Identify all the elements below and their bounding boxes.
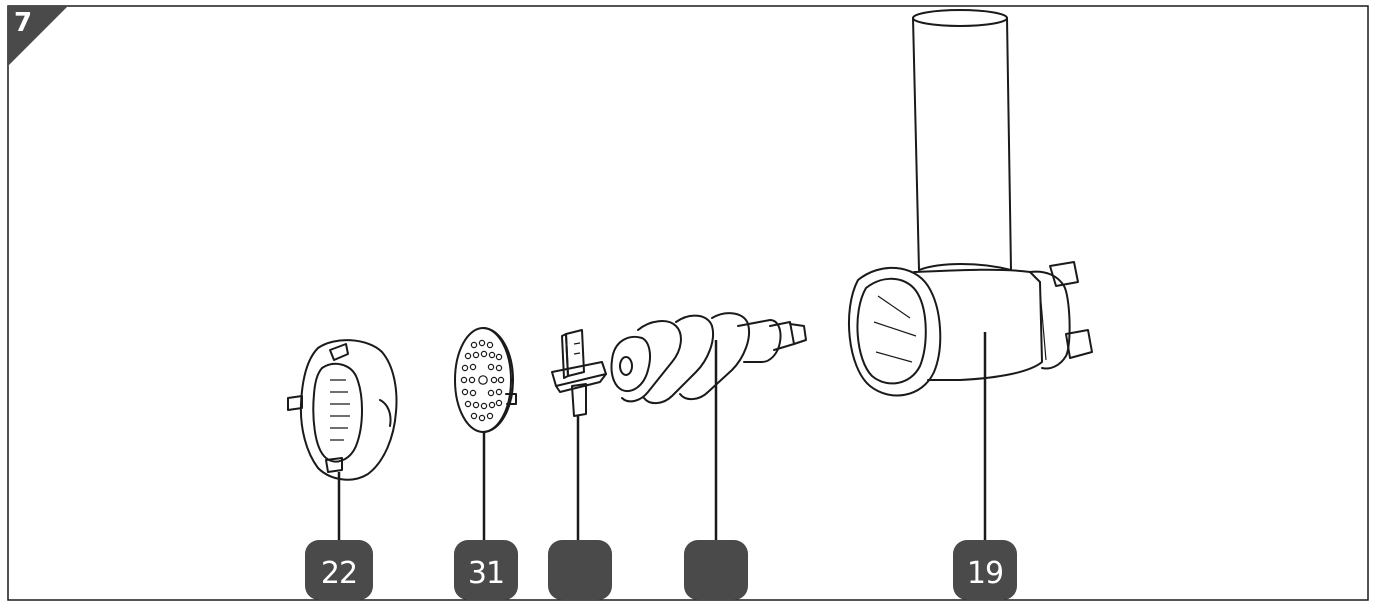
callout-label-19: 19 xyxy=(967,556,1003,591)
callout-badge-screw xyxy=(684,540,748,600)
feed-screw-part xyxy=(610,312,807,404)
callout-badge-22: 22 xyxy=(305,540,373,600)
step-number: 7 xyxy=(14,8,32,38)
perforated-disc-part xyxy=(454,327,517,433)
callout-label-22: 22 xyxy=(321,556,357,591)
callout-badge-19: 19 xyxy=(953,540,1017,600)
figure-border xyxy=(7,5,1369,601)
grinder-housing-part xyxy=(847,9,1093,397)
cutting-blade-part xyxy=(551,329,607,417)
step-badge: 7 xyxy=(8,6,68,66)
callout-badge-blade xyxy=(548,540,612,600)
callout-label-31: 31 xyxy=(468,556,504,591)
callout-badge-31: 31 xyxy=(454,540,518,600)
locking-ring-part xyxy=(287,339,398,481)
